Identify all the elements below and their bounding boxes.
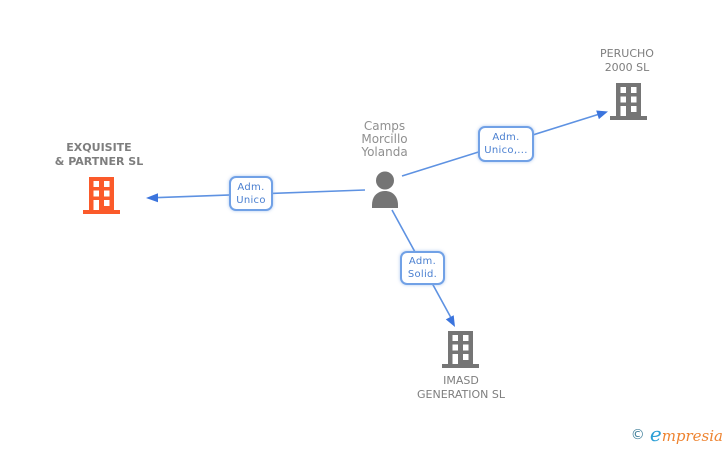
building-icon-perucho[interactable] <box>610 82 647 120</box>
company-name-line: & PARTNER SL <box>54 155 144 168</box>
edge-label-line: Unico <box>236 194 266 206</box>
company-name-line: PERUCHO <box>600 47 654 60</box>
person-name-line: Morcillo <box>361 132 408 146</box>
empresia-logo-text: mpresia <box>661 427 723 445</box>
edge-label-adm-solid: Adm. Solid. <box>400 251 445 285</box>
company-label-exquisite[interactable]: EXQUISITE & PARTNER SL <box>19 141 179 169</box>
copyright-icon: © <box>630 427 645 443</box>
company-name-line: GENERATION SL <box>417 388 505 401</box>
edge-label-adm-unico: Adm. Unico <box>229 176 273 211</box>
edge-label-line: Adm. <box>492 132 520 143</box>
person-name-line: Camps <box>363 119 406 133</box>
edge-label-line: Unico,... <box>484 145 528 156</box>
company-label-perucho[interactable]: PERUCHO 2000 SL <box>557 47 697 75</box>
empresia-watermark: © empresia <box>631 422 723 446</box>
company-name-line: EXQUISITE <box>66 141 132 154</box>
building-icon-exquisite[interactable] <box>83 176 120 214</box>
edge-label-line: Adm. <box>237 181 265 193</box>
company-name-line: IMASD <box>443 374 479 387</box>
empresia-logo-e: e <box>649 422 662 446</box>
edge-label-line: Solid. <box>407 269 438 280</box>
person-name-line: Yolanda <box>361 145 408 159</box>
edge-label-adm-unico-etc: Adm. Unico,... <box>478 126 534 162</box>
edge-label-line: Adm. <box>408 256 437 267</box>
person-icon[interactable] <box>371 171 399 208</box>
building-icon-imasd[interactable] <box>442 330 479 368</box>
company-label-imasd[interactable]: IMASD GENERATION SL <box>391 374 531 402</box>
company-name-line: 2000 SL <box>604 61 650 74</box>
person-label[interactable]: Camps Morcillo Yolanda <box>312 120 457 159</box>
